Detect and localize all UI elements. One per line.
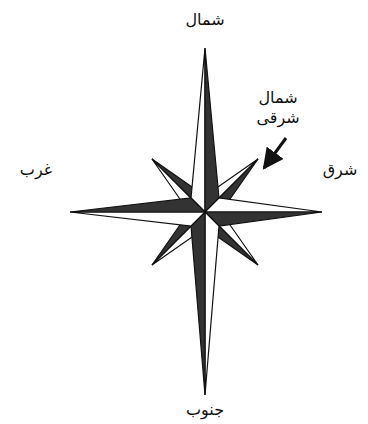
star-point (70, 212, 205, 226)
direction-label: شرق (323, 160, 358, 180)
star-point (205, 212, 219, 395)
star-point (205, 48, 219, 212)
pointer-arrow (264, 138, 286, 168)
main-points (70, 48, 322, 395)
star-point (191, 212, 205, 395)
star-point (191, 48, 205, 212)
star-point (205, 212, 322, 226)
direction-label: غرب (20, 160, 52, 180)
direction-label: جنوب (186, 400, 224, 420)
star-point (70, 198, 205, 212)
direction-label: شمال شرقی (256, 88, 299, 128)
star-point (205, 198, 322, 212)
direction-label: شمال (185, 10, 224, 30)
